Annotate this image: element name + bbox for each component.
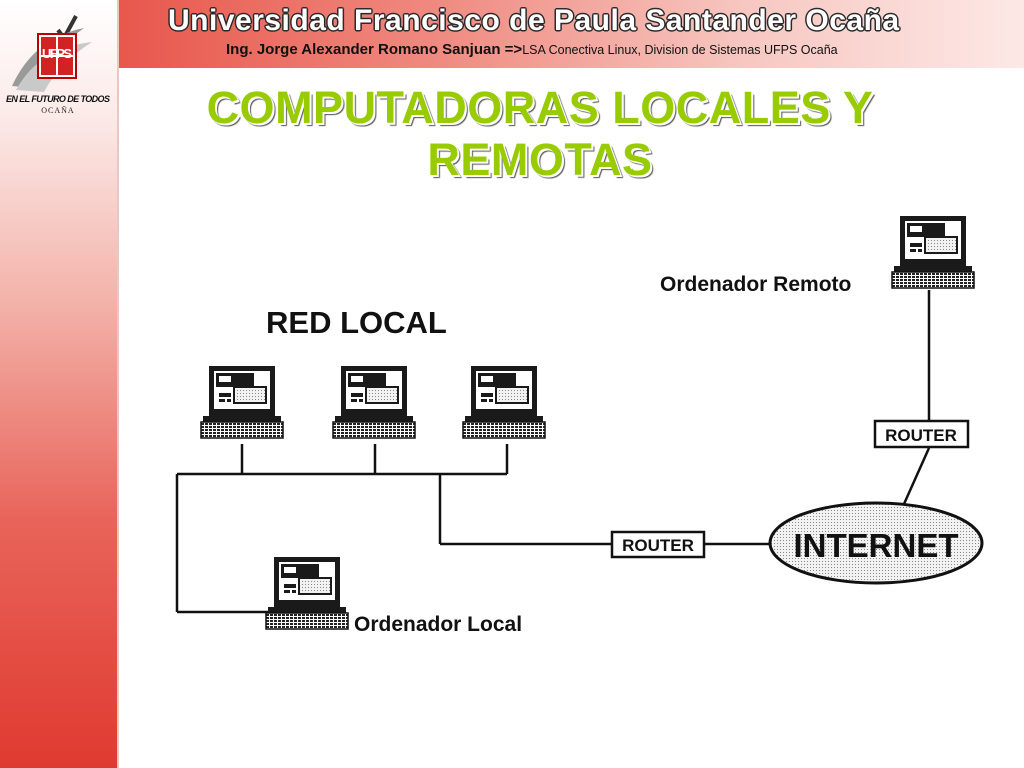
local-computer	[265, 556, 349, 630]
ufps-logo: UFPS EN EL FUTURO DE TODOS OCAÑA	[6, 15, 110, 115]
header-course: LSA Conectiva Linux, Division de Sistema…	[522, 43, 838, 57]
router-left-box	[610, 530, 706, 559]
header-arrow: =>	[504, 41, 523, 58]
header-band	[119, 0, 1024, 68]
lan-computer-3	[462, 365, 546, 439]
slide-title-line2: REMOTAS	[427, 134, 653, 185]
sidebar-gradient	[0, 0, 117, 768]
header-title: Universidad Francisco de Paula Santander…	[168, 4, 900, 37]
router-right-label: ROUTER	[885, 426, 957, 445]
lan-computer-2	[332, 365, 416, 439]
logo-letters: UFPS	[42, 46, 72, 61]
sidebar-divider	[117, 0, 119, 768]
internet-ellipse	[768, 501, 984, 585]
lan-computer-1	[200, 365, 284, 439]
header-subtitle: Ing. Jorge Alexander Romano Sanjuan =>LS…	[226, 41, 838, 58]
header-author: Ing. Jorge Alexander Romano Sanjuan	[226, 41, 501, 58]
logo-motto: EN EL FUTURO DE TODOS	[6, 94, 110, 104]
slide-title: COMPUTADORAS LOCALES Y REMOTAS	[150, 82, 930, 186]
internet-label: INTERNET	[794, 527, 959, 564]
remote-computer	[891, 215, 975, 289]
slide-title-line1: COMPUTADORAS LOCALES Y	[206, 82, 874, 133]
router-left-label: ROUTER	[622, 536, 694, 555]
ordenador-local-label: Ordenador Local	[354, 613, 522, 636]
red-local-label: RED LOCAL	[266, 305, 447, 340]
ordenador-remoto-label: Ordenador Remoto	[660, 273, 851, 296]
router-right-box	[873, 419, 970, 449]
logo-city: OCAÑA	[41, 105, 74, 115]
network-links	[175, 290, 931, 614]
